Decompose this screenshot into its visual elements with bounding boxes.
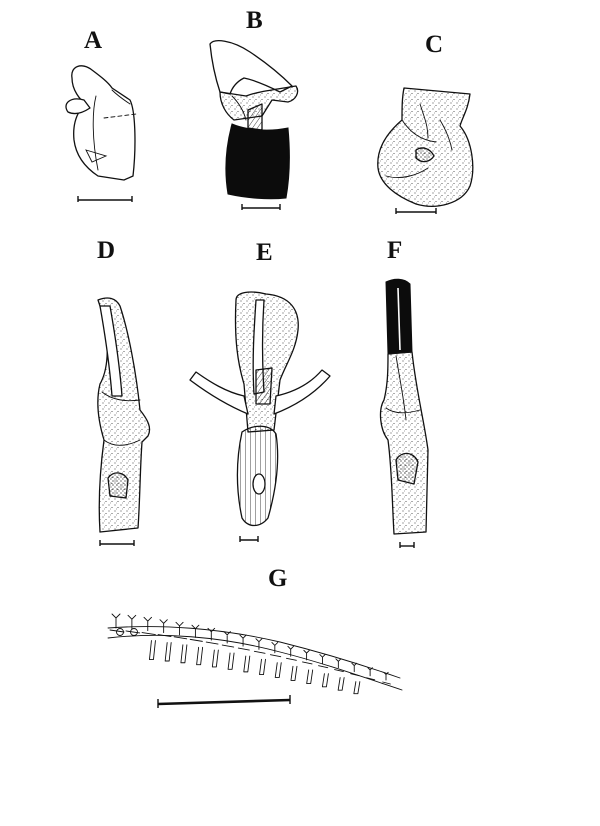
panel-label-c: C [425,31,444,58]
centrum [221,644,235,648]
specimen-d-drawing [97,297,151,546]
panel-label-e: E [256,239,273,266]
centrum [269,654,282,658]
neural-spine [127,614,137,630]
centrum [366,677,376,681]
specimen-b-drawing [209,40,299,210]
centrum [302,661,313,665]
centrum [334,669,344,673]
centrum [157,634,172,638]
neural-spine [175,621,184,636]
panel-label-a: A [84,27,103,54]
chevron [290,665,298,681]
vertebra-foramen [130,628,138,636]
neural-spine [143,616,153,632]
chevron [180,644,188,664]
scale-bar-g [157,698,291,706]
specimen-e-drawing [189,291,331,542]
specimen-f-drawing [379,278,429,548]
panel-label-b: B [246,7,263,34]
caudal-vertebrae [109,613,391,695]
neural-spine [223,631,231,644]
panel-label-f: F [387,237,403,264]
neural-spine [319,654,326,665]
neural-spine [383,671,389,681]
neural-spine [239,634,247,647]
panel-label-g: G [268,565,288,592]
chevron [274,662,282,678]
chevron [337,677,345,691]
chevron [259,658,266,676]
centrum [286,657,297,661]
centrum [237,647,250,651]
panel-label-d: D [97,237,116,264]
chevron [211,649,219,668]
chevron [353,681,361,695]
chevron [148,640,156,660]
specimen-a-drawing [65,65,137,202]
centrum [382,681,391,685]
neural-spine [335,658,342,669]
specimen-c-drawing [377,87,474,214]
centrum [253,650,266,654]
neural-spine [191,624,200,638]
neural-spine [287,645,294,657]
vertebra-foramen [116,628,124,636]
neural-spine [351,662,358,673]
neural-spine [111,613,121,629]
chevron [243,655,251,673]
chevron [227,652,235,670]
neural-spine [367,667,373,677]
specimen-g-drawing [107,613,403,708]
chevron [164,642,172,662]
centrum [350,673,360,677]
neural-spine [303,649,310,661]
centrum [318,665,329,669]
centrum [141,632,156,636]
neural-spine [159,619,168,634]
centrum [205,641,219,645]
neural-spine [207,627,216,641]
neural-spine [255,638,263,650]
chevron [306,669,314,685]
chevron [321,673,329,688]
chevron [196,646,204,666]
neural-spine [271,641,279,654]
centrum [189,638,203,642]
centrum [173,636,188,640]
